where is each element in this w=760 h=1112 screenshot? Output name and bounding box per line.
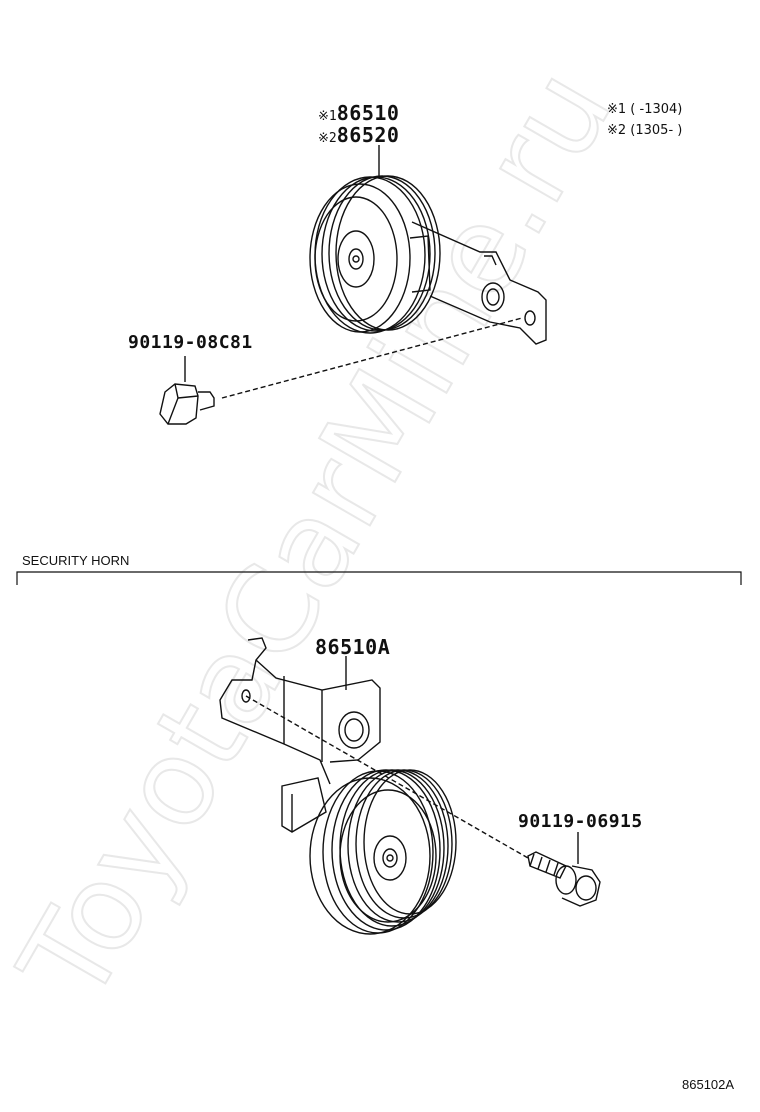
section-title-security-horn: SECURITY HORN (22, 553, 130, 568)
bolt-upper (159, 317, 523, 425)
section-frame (16, 571, 742, 585)
note-mark-2: ※2 (318, 131, 337, 146)
horn-upper (309, 145, 547, 345)
note-line-1: ※1 ( -1304) (607, 102, 683, 117)
bolt-lower (245, 695, 601, 907)
part-number-90119-06915: 90119-06915 (518, 811, 643, 832)
note-mark-1: ※1 (318, 109, 337, 124)
part-number-86520: 86520 (336, 123, 400, 147)
part-number-86510: 86510 (336, 101, 400, 125)
part-label-86510: ※186510 (318, 101, 399, 125)
diagram-code: 865102A (682, 1077, 735, 1092)
note-line-2: ※2 (1305- ) (607, 123, 683, 138)
part-number-90119-08c81: 90119-08C81 (128, 332, 253, 353)
part-label-86520: ※286520 (318, 123, 399, 147)
part-number-86510a: 86510A (315, 635, 391, 659)
horn-lower (219, 637, 457, 935)
